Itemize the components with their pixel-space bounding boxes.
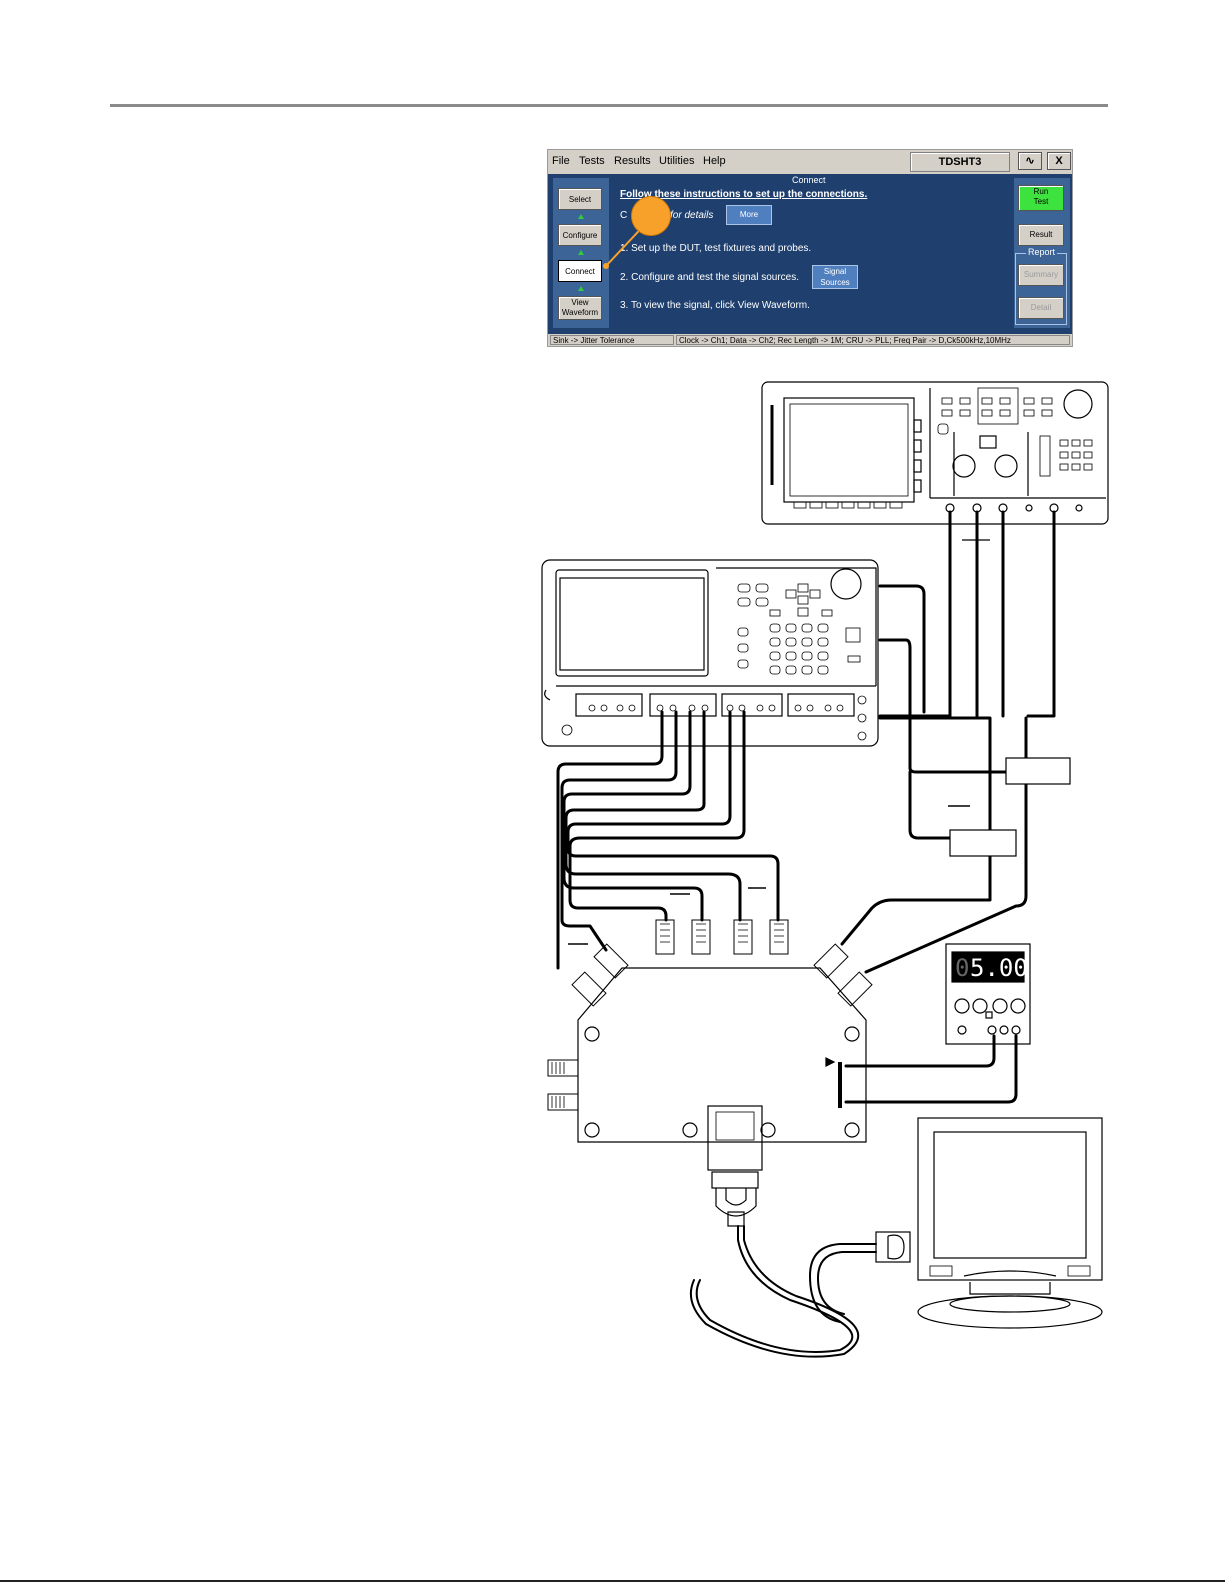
- top-rule: [110, 104, 1108, 107]
- nav-pane: Select Configure Connect View Waveform: [553, 178, 609, 328]
- view-waveform-button[interactable]: View Waveform: [558, 296, 602, 320]
- test-fixture: [547, 919, 873, 1227]
- action-pane: Run Test Result Report Summary Detail: [1014, 178, 1070, 328]
- waveform-icon: ∿: [1025, 155, 1035, 167]
- signal-sources-button[interactable]: Signal Sources: [812, 265, 858, 289]
- connect-content: Connect Follow these instructions to set…: [614, 174, 1010, 334]
- power-supply: [945, 943, 1031, 1045]
- ps-display-prefix: 0: [955, 954, 969, 982]
- ps-display-value: 5.00: [970, 954, 1028, 982]
- status-settings: Clock -> Ch1; Data -> Ch2; Rec Length ->…: [676, 335, 1070, 345]
- bottom-rule: [0, 1580, 1225, 1582]
- splitter-box-1: [1005, 757, 1071, 785]
- menu-tests[interactable]: Tests: [579, 155, 605, 167]
- select-button[interactable]: Select: [558, 188, 602, 210]
- section-title: Connect: [792, 175, 826, 185]
- display-monitor: [875, 1117, 1103, 1329]
- menu-help[interactable]: Help: [703, 155, 726, 167]
- connect-button[interactable]: Connect: [558, 260, 602, 282]
- splitter-box-2: [949, 829, 1017, 857]
- step-2: 2. Configure and test the signal sources…: [620, 272, 799, 283]
- instrument-name: TDSHT3: [910, 152, 1010, 172]
- oscilloscope: [761, 381, 1109, 541]
- callout-marker: [631, 196, 671, 236]
- flow-arrow-icon: [578, 286, 584, 291]
- signal-sources-line1: Signal: [823, 267, 847, 276]
- menu-results[interactable]: Results: [614, 155, 651, 167]
- click-suffix: for details: [670, 210, 714, 221]
- detail-button[interactable]: Detail: [1018, 297, 1064, 319]
- status-test: Sink -> Jitter Tolerance: [550, 335, 674, 345]
- minimize-button[interactable]: ∿: [1018, 152, 1042, 170]
- flow-arrow-icon: [578, 214, 584, 219]
- signal-sources-line2: Sources: [820, 278, 850, 287]
- report-group-label: Report: [1026, 247, 1058, 257]
- view-waveform-line2: Waveform: [561, 308, 599, 317]
- more-button[interactable]: More: [726, 205, 772, 225]
- menu-file[interactable]: File: [552, 155, 570, 167]
- instruction-heading: Follow these instructions to set up the …: [620, 189, 868, 200]
- signal-generator: [541, 559, 879, 747]
- summary-button[interactable]: Summary: [1018, 264, 1064, 286]
- cables: [556, 510, 1056, 1358]
- click-prefix: C: [620, 210, 628, 221]
- status-bar: Sink -> Jitter Tolerance Clock -> Ch1; D…: [548, 334, 1072, 346]
- configure-button[interactable]: Configure: [558, 224, 602, 246]
- view-waveform-line1: View: [571, 298, 589, 307]
- menu-utilities[interactable]: Utilities: [659, 155, 695, 167]
- step-1: 1. Set up the DUT, test fixtures and pro…: [620, 243, 812, 254]
- menu-bar: File Tests Results Utilities Help TDSHT3…: [548, 150, 1072, 174]
- flow-arrow-icon: [578, 250, 584, 255]
- run-test-line1: Run: [1033, 187, 1049, 196]
- step-3: 3. To view the signal, click View Wavefo…: [620, 300, 810, 311]
- result-button[interactable]: Result: [1018, 224, 1064, 246]
- close-button[interactable]: X: [1047, 152, 1071, 170]
- run-test-button[interactable]: Run Test: [1018, 185, 1064, 211]
- run-test-line2: Test: [1033, 197, 1049, 206]
- close-icon: X: [1055, 155, 1063, 167]
